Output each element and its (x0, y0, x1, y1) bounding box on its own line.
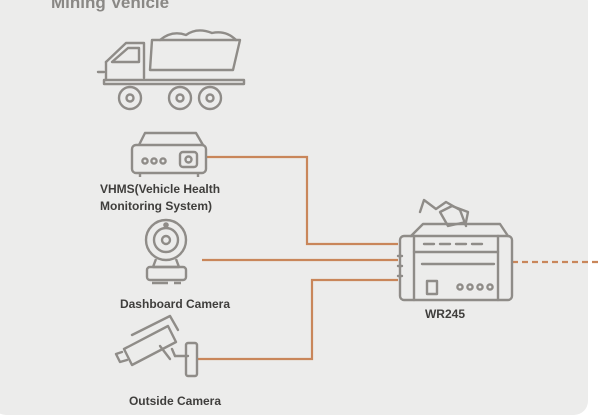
webcam-icon (144, 218, 188, 285)
cctv-camera-icon (114, 314, 199, 378)
router-icon (396, 198, 514, 302)
vhms-label-line-1: VHMS(Vehicle Health (100, 182, 221, 196)
vhms-box-icon (130, 131, 208, 177)
vhms-label-line-2: Monitoring System) (100, 199, 213, 213)
router-label: WR245 (424, 307, 465, 321)
vhms-connector (207, 155, 398, 246)
mining-vehicle-panel (0, 0, 588, 415)
vhms-label: VHMS(Vehicle Health Monitoring System) (100, 181, 220, 215)
outside-camera-connector (196, 278, 398, 361)
connector-lines (196, 155, 600, 361)
mining-truck-icon (96, 29, 246, 111)
outside-camera-label: Outside Camera (128, 394, 222, 408)
diagram-title: Mining Vehicle (51, 0, 170, 12)
dashboard-camera-label: Dashboard Camera (119, 297, 231, 311)
